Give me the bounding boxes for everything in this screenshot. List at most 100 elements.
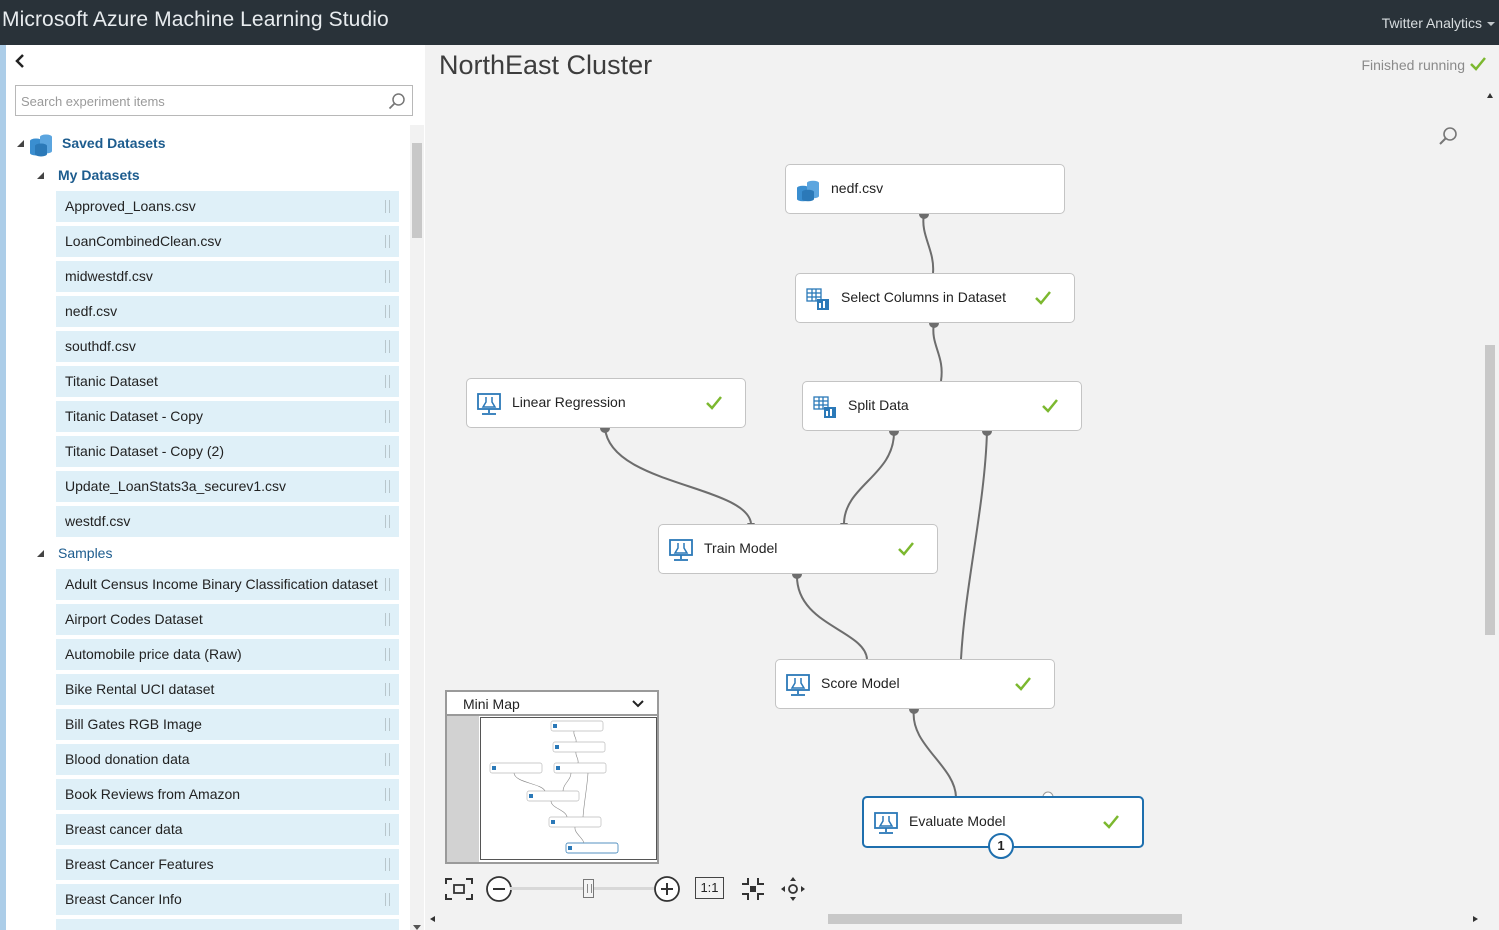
list-item[interactable]: Book Reviews from Amazon [56, 779, 399, 810]
zoom-in-icon[interactable] [653, 875, 681, 903]
chevron-down-icon[interactable] [631, 697, 645, 711]
app-title: Microsoft Azure Machine Learning Studio [2, 8, 389, 31]
list-item-label: Titanic Dataset - Copy (2) [65, 443, 224, 459]
scroll-left-arrow-icon[interactable] [430, 916, 435, 922]
drag-handle-icon[interactable] [385, 235, 390, 248]
model-icon [477, 393, 501, 415]
experiment-title[interactable]: NorthEast Cluster [439, 50, 653, 80]
checkmark-icon [706, 396, 722, 410]
module-train-model[interactable]: Train Model [658, 524, 938, 574]
list-item-label: Automobile price data (Raw) [65, 646, 242, 662]
list-item-label: Breast Cancer Features [65, 856, 214, 872]
list-item[interactable]: midwestdf.csv [56, 261, 399, 292]
module-nedf-csv[interactable]: nedf.csv [785, 164, 1065, 214]
drag-handle-icon[interactable] [385, 375, 390, 388]
tree-group-label: Saved Datasets [62, 135, 166, 151]
list-item-label: Breast Cancer Info [65, 891, 182, 907]
drag-handle-icon[interactable] [385, 753, 390, 766]
drag-handle-icon[interactable] [385, 480, 390, 493]
list-item[interactable]: Blood donation data [56, 744, 399, 775]
list-item[interactable]: Bike Rental UCI dataset [56, 674, 399, 705]
list-item[interactable]: Breast cancer data [56, 814, 399, 845]
scroll-right-arrow-icon[interactable] [1473, 916, 1478, 922]
scroll-down-arrow-icon[interactable] [413, 925, 421, 930]
drag-handle-icon[interactable] [385, 270, 390, 283]
drag-handle-icon[interactable] [385, 823, 390, 836]
mini-map-header[interactable]: Mini Map [447, 692, 657, 716]
search-input[interactable] [21, 91, 381, 111]
expanded-triangle-icon[interactable] [16, 139, 26, 149]
list-item-label: nedf.csv [65, 303, 118, 319]
list-item[interactable]: LoanCombinedClean.csv [56, 226, 399, 257]
canvas-horizontal-scrollbar[interactable] [828, 914, 1182, 924]
select-columns-icon [806, 288, 829, 310]
list-item-label: midwestdf.csv [65, 268, 153, 284]
drag-handle-icon[interactable] [385, 788, 390, 801]
zoom-out-icon[interactable] [485, 875, 513, 903]
workspace-selector[interactable]: Twitter Analytics [1382, 15, 1495, 31]
list-item[interactable]: Bill Gates RGB Image [56, 709, 399, 740]
drag-handle-icon[interactable] [385, 410, 390, 423]
module-label: Select Columns in Dataset [841, 289, 1006, 305]
module-split-data[interactable]: Split Data [802, 381, 1082, 431]
list-item[interactable]: Approved_Loans.csv [56, 191, 399, 222]
drag-handle-icon[interactable] [385, 858, 390, 871]
drag-handle-icon[interactable] [385, 200, 390, 213]
drag-handle-icon[interactable] [385, 683, 390, 696]
list-item-label: Airport Codes Dataset [65, 611, 203, 627]
list-item[interactable]: nedf.csv [56, 296, 399, 327]
palette-scroll-thumb[interactable] [412, 143, 422, 238]
expanded-triangle-icon[interactable] [36, 549, 46, 559]
module-select-columns[interactable]: Select Columns in Dataset [795, 273, 1075, 323]
experiment-canvas[interactable]: NorthEast Cluster Finished running [425, 45, 1499, 930]
module-linear-regression[interactable]: Linear Regression [466, 378, 746, 428]
list-item[interactable]: Adult Census Income Binary Classificatio… [56, 569, 399, 600]
zoom-slider-thumb[interactable] [583, 879, 594, 898]
pan-icon[interactable] [780, 876, 806, 902]
palette-scrollbar[interactable] [410, 125, 424, 930]
list-item[interactable]: southdf.csv [56, 331, 399, 362]
canvas-vertical-scrollbar[interactable] [1485, 345, 1495, 635]
list-item[interactable]: Breast Cancer Features [56, 849, 399, 880]
scroll-up-arrow-icon[interactable] [1487, 93, 1493, 98]
drag-handle-icon[interactable] [385, 305, 390, 318]
list-item-label: LoanCombinedClean.csv [65, 233, 222, 249]
mini-map-viewport[interactable] [480, 717, 657, 860]
actual-size-button[interactable]: 1:1 [695, 877, 724, 899]
list-item[interactable]: Automobile price data (Raw) [56, 639, 399, 670]
module-score-model[interactable]: Score Model [775, 659, 1055, 709]
list-item[interactable]: westdf.csv [56, 506, 399, 537]
search-experiment-items[interactable] [15, 85, 413, 116]
module-label: Train Model [704, 540, 778, 556]
drag-handle-icon[interactable] [385, 340, 390, 353]
output-port-badge[interactable]: 1 [988, 833, 1014, 859]
drag-handle-icon[interactable] [385, 893, 390, 906]
drag-handle-icon[interactable] [385, 613, 390, 626]
list-item[interactable]: Titanic Dataset - Copy [56, 401, 399, 432]
collapse-palette-button[interactable] [13, 52, 29, 70]
search-icon[interactable] [388, 92, 406, 110]
drag-handle-icon[interactable] [385, 445, 390, 458]
drag-handle-icon[interactable] [385, 578, 390, 591]
zoom-to-selection-icon[interactable] [740, 876, 766, 902]
expanded-triangle-icon[interactable] [36, 171, 46, 181]
checkmark-icon [1470, 57, 1486, 71]
list-item[interactable]: Update_LoanStats3a_securev1.csv [56, 471, 399, 502]
mini-map[interactable]: Mini Map [445, 690, 659, 864]
zoom-slider-track[interactable] [510, 887, 655, 890]
list-item-label: Book Reviews from Amazon [65, 786, 241, 802]
list-item[interactable]: Titanic Dataset [56, 366, 399, 397]
drag-handle-icon[interactable] [385, 648, 390, 661]
model-icon [669, 539, 693, 561]
search-icon[interactable] [1438, 126, 1458, 146]
list-item[interactable] [56, 919, 399, 930]
checkmark-icon [1015, 677, 1031, 691]
drag-handle-icon[interactable] [385, 718, 390, 731]
drag-handle-icon[interactable] [385, 515, 390, 528]
fit-to-screen-icon[interactable] [444, 877, 474, 901]
palette-tree: Saved Datasets My Datasets Approved_Loan… [0, 130, 410, 930]
mini-map-offscreen-area [447, 716, 479, 862]
list-item[interactable]: Airport Codes Dataset [56, 604, 399, 635]
list-item[interactable]: Breast Cancer Info [56, 884, 399, 915]
list-item[interactable]: Titanic Dataset - Copy (2) [56, 436, 399, 467]
